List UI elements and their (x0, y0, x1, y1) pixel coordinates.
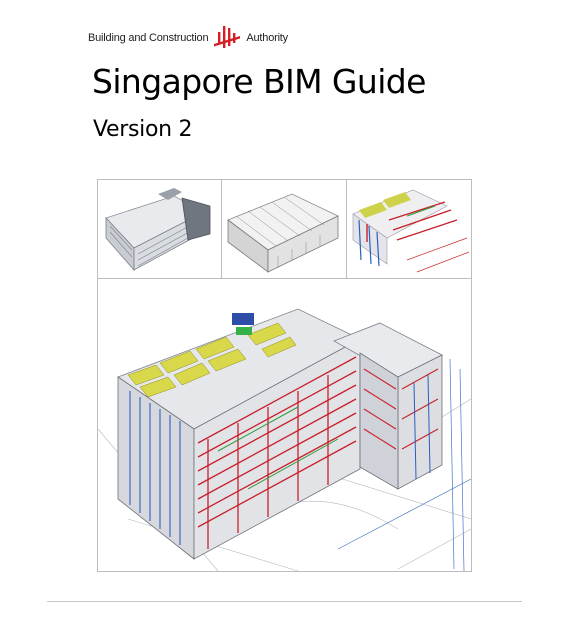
document-title: Singapore BIM Guide (92, 62, 426, 101)
logo-text-left: Building and Construction (88, 32, 209, 44)
footer-rule (47, 601, 522, 602)
mep-model-icon (352, 189, 470, 273)
bca-logo: Building and Construction Authority (88, 24, 288, 52)
logo-text-right: Authority (246, 32, 288, 44)
integrated-bim-model-render (98, 279, 471, 571)
cover-image-panel (97, 179, 472, 572)
bca-mark-icon (214, 26, 241, 48)
building-exterior-render (98, 180, 222, 278)
structural-frame-render (222, 180, 347, 278)
structure-model-icon (227, 193, 339, 273)
mep-services-render (347, 180, 471, 278)
document-version: Version 2 (93, 117, 193, 142)
bim-model-icon (98, 308, 471, 571)
panel-divider (98, 278, 471, 279)
building-model-icon (105, 188, 211, 272)
